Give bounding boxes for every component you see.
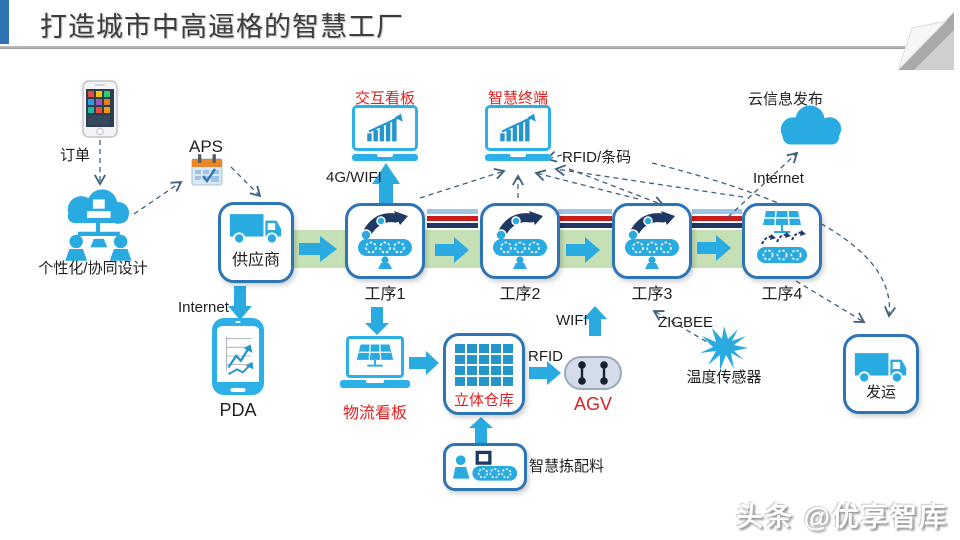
line-stripe-navy bbox=[692, 223, 742, 228]
cloud-icon bbox=[780, 105, 842, 145]
watermark: 头条 @优享智库 bbox=[736, 502, 948, 532]
cloud-label: 云信息发布 bbox=[748, 91, 824, 108]
line-stripe-red bbox=[427, 216, 478, 221]
truck-icon bbox=[229, 214, 282, 245]
arrow-aps-to-supplier bbox=[230, 166, 262, 198]
line-stripe-navy bbox=[427, 223, 478, 228]
process2-node bbox=[480, 203, 560, 279]
supplier-node: 供应商 bbox=[218, 202, 294, 283]
flow-arrow-p2-p3 bbox=[566, 237, 600, 263]
monitor-base bbox=[352, 154, 418, 161]
arrow-logistics-to-warehouse bbox=[409, 351, 439, 375]
process4-label: 工序4 bbox=[761, 286, 803, 303]
worker-conveyor-icon bbox=[452, 450, 518, 481]
truck-icon bbox=[854, 352, 907, 384]
line-stripe-lightblue bbox=[692, 209, 742, 214]
kanban-label: 交互看板 bbox=[354, 90, 415, 107]
supplier-label: 供应商 bbox=[231, 252, 280, 269]
monitor-base bbox=[485, 154, 551, 161]
aps-label: APS bbox=[189, 137, 224, 156]
zigbee-label: ZIGBEE bbox=[658, 314, 714, 331]
warehouse-node: 立体仓库 bbox=[443, 333, 525, 415]
logistics-board-label: 物流看板 bbox=[342, 405, 407, 422]
wifi-label: WIFI bbox=[556, 312, 588, 329]
arrow-p4-to-terminal bbox=[554, 164, 744, 198]
process3-node bbox=[612, 203, 692, 279]
line-stripe-red bbox=[558, 216, 612, 221]
arrow-p4-to-ship bbox=[795, 280, 866, 323]
arrow-rfid-to-p3 bbox=[568, 168, 665, 208]
logistics-board-node bbox=[340, 336, 410, 388]
picking-label: 智慧拣配料 bbox=[529, 458, 605, 475]
storage-grid-icon bbox=[455, 344, 513, 386]
process4-node bbox=[742, 203, 822, 279]
arrow-wifi-up bbox=[583, 306, 607, 336]
flow-arrow-supplier-p1 bbox=[299, 236, 337, 262]
pda-label: PDA bbox=[219, 400, 257, 420]
pda-device-icon bbox=[212, 318, 264, 395]
process1-label: 工序1 bbox=[364, 286, 406, 303]
robot-arm-conveyor-icon bbox=[358, 211, 412, 269]
smartphone-icon bbox=[82, 80, 118, 138]
agv-cart-icon bbox=[564, 356, 622, 390]
terminal-label: 智慧终端 bbox=[487, 90, 548, 107]
title-accent-bar bbox=[0, 0, 9, 44]
rfid-mid-label: RFID bbox=[528, 348, 563, 365]
flow-arrow-p3-p4 bbox=[697, 235, 731, 261]
rfid-barcode-label: RFID/条码 bbox=[562, 149, 632, 166]
process3-label: 工序3 bbox=[631, 286, 673, 303]
warehouse-label: 立体仓库 bbox=[453, 392, 514, 409]
4gwifi-label: 4G/WIFI bbox=[326, 169, 382, 186]
picking-node bbox=[443, 443, 527, 491]
ship-node: 发运 bbox=[843, 334, 919, 414]
page-curl-icon bbox=[897, 12, 954, 71]
internet-top-label: Internet bbox=[753, 170, 804, 187]
robot-arm-conveyor-icon bbox=[625, 211, 679, 269]
page-title: 打造城市中高逼格的智慧工厂 bbox=[40, 12, 404, 42]
ship-label: 发运 bbox=[865, 383, 896, 401]
process2-label: 工序2 bbox=[499, 286, 541, 303]
order-label: 订单 bbox=[60, 147, 91, 164]
arrow-p1-to-logistics bbox=[365, 307, 389, 335]
internet-left-label: Internet bbox=[178, 299, 229, 316]
arrow-picking-to-warehouse bbox=[469, 417, 493, 443]
arrow-internet-to-cloud bbox=[727, 151, 799, 218]
temp-sensor-starburst-icon bbox=[700, 326, 748, 370]
arrow-p3-to-terminal bbox=[534, 169, 639, 200]
monitor-chart-icon bbox=[352, 105, 418, 151]
arrow-p1-to-terminal bbox=[419, 167, 506, 199]
design-label: 个性化/协同设计 bbox=[38, 260, 148, 277]
line-stripe-lightblue bbox=[427, 209, 478, 214]
arrow-design-to-aps bbox=[133, 180, 183, 215]
monitor-chart-icon bbox=[485, 105, 551, 151]
laptop-panel-icon bbox=[346, 336, 404, 378]
arrow-warehouse-to-agv bbox=[529, 361, 561, 385]
arrow-sensor-zigbee-to-p3 bbox=[652, 310, 715, 347]
kanban-monitor bbox=[352, 105, 418, 161]
temp-sensor-label: 温度传感器 bbox=[686, 369, 762, 386]
agv-label: AGV bbox=[573, 394, 612, 414]
line-stripe-navy bbox=[558, 223, 612, 228]
title-divider bbox=[0, 46, 918, 49]
flow-arrow-p1-p2 bbox=[435, 237, 469, 263]
line-stripe-red bbox=[692, 216, 742, 221]
cloud-team-icon bbox=[65, 189, 132, 261]
line-stripe-lightblue bbox=[558, 209, 612, 214]
solar-conveyor-icon bbox=[757, 210, 807, 263]
process1-node bbox=[345, 203, 425, 279]
terminal-monitor bbox=[485, 105, 551, 161]
aps-calendar-icon bbox=[191, 154, 223, 186]
arrow-supplier-to-pda bbox=[228, 286, 252, 320]
robot-arm-conveyor-icon bbox=[493, 211, 547, 269]
laptop-base bbox=[340, 380, 410, 388]
